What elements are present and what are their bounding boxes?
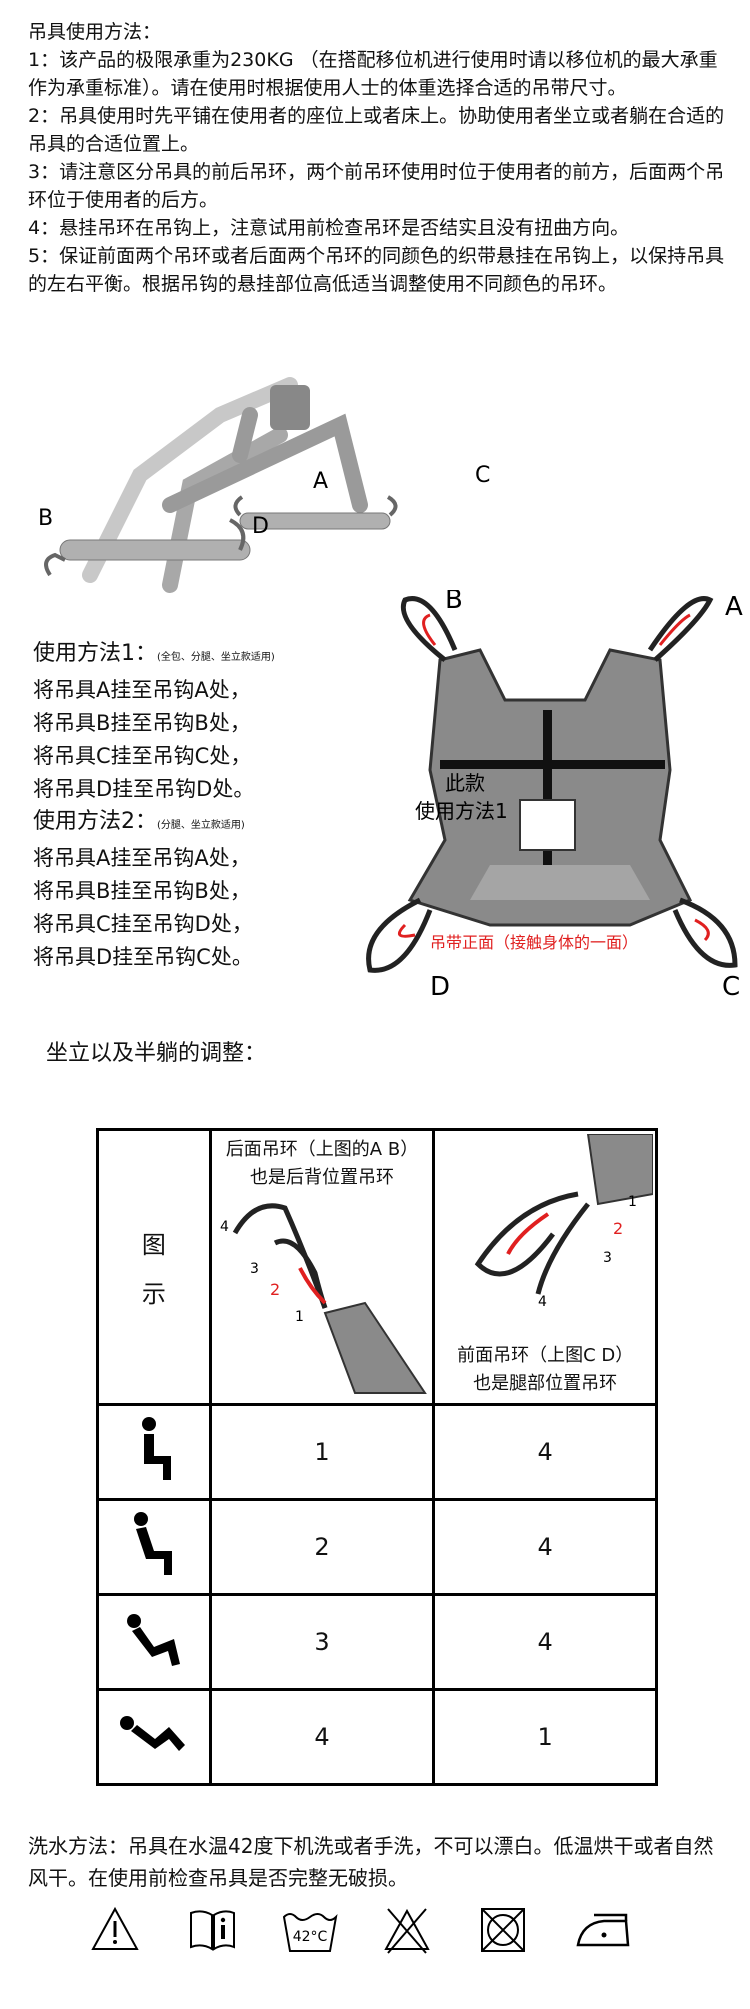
- sling-caption-2: 使用方法1: [415, 799, 508, 823]
- front-caption-2: 也是腿部位置吊环: [473, 1373, 618, 1394]
- spreader-bar-illustration: B D A C: [38, 377, 490, 593]
- wash-temp-label: 42°C: [293, 1929, 328, 1945]
- spreader-label-b: B: [38, 506, 53, 531]
- front-value: 4: [432, 1593, 658, 1691]
- spreader-label-c: C: [475, 463, 490, 488]
- no-bleach-icon: [384, 1908, 430, 1954]
- wash-instructions: 洗水方法：吊具在水温42度下机洗或者手洗，不可以漂白。低温烘干或者自然风干。在使…: [28, 1834, 714, 1890]
- intro-step-2: 2：吊具使用时先平铺在使用者的座位上或者床上。协助使用者坐立或者躺在合适的吊具的…: [28, 105, 725, 155]
- intro-step-5: 5：保证前面两个吊环或者后面两个吊环的同颜色的织带悬挂在吊钩上，以保持吊具的左右…: [28, 245, 725, 295]
- hook-mount-icon: [270, 385, 310, 430]
- read-manual-icon: [190, 1910, 235, 1951]
- rear-value: 1: [208, 1403, 436, 1501]
- front-value: 4: [432, 1498, 658, 1596]
- rear-value: 4: [208, 1688, 436, 1786]
- half-recline-icon: [96, 1593, 212, 1691]
- method-2-title: 使用方法2：: [33, 809, 157, 834]
- intro-section: 吊具使用方法： 1：该产品的极限承重为230KG （在搭配移位机进行使用时请以移…: [28, 18, 728, 298]
- rear-loop-diagram: 4 3 2 1: [220, 1203, 427, 1394]
- adjust-title: 坐立以及半躺的调整：: [46, 1041, 267, 1066]
- intro-step-4: 4：悬挂吊环在吊钩上，注意试用前检查吊环是否结实且没有扭曲方向。: [28, 217, 630, 239]
- spreader-label-a: A: [313, 469, 328, 494]
- no-tumble-dry-icon: [481, 1908, 525, 1952]
- method-1-line: 将吊具C挂至吊钩C处，: [33, 744, 252, 768]
- sling-illustration: 此款 使用方法1 吊带正面（接触身体的一面） B A D C: [366, 590, 743, 1002]
- front-loop-number-4: 4: [538, 1294, 547, 1309]
- intro-step-3: 3：请注意区分吊具的前后吊环，两个前吊环使用时位于使用者的前方，后面两个吊环位于…: [28, 161, 725, 211]
- front-loop-number-1: 1: [628, 1194, 637, 1210]
- rear-caption-1: 后面吊环（上图的A B）: [225, 1139, 419, 1160]
- sling-front-note: 吊带正面（接触身体的一面）: [430, 933, 638, 952]
- care-icons: 42°C: [90, 1905, 650, 1965]
- lying-icon: [96, 1688, 212, 1786]
- rear-value: 2: [208, 1498, 436, 1596]
- method-2-line: 将吊具A挂至吊钩A处，: [33, 846, 251, 870]
- table-row: 2 4: [96, 1498, 658, 1596]
- front-caption-1: 前面吊环（上图C D）: [457, 1345, 634, 1366]
- method-2: 使用方法2：(分腿、坐立款适用) 将吊具A挂至吊钩A处， 将吊具B挂至吊钩B处，…: [33, 805, 253, 974]
- front-loop-number-2: 2: [613, 1219, 623, 1238]
- method-2-line: 将吊具C挂至吊钩D处，: [33, 912, 253, 936]
- loop-number-1: 1: [295, 1309, 304, 1325]
- method-1-line: 将吊具A挂至吊钩A处，: [33, 678, 251, 702]
- rear-value: 3: [208, 1593, 436, 1691]
- intro-step-1: 1：该产品的极限承重为230KG （在搭配移位机进行使用时请以移位机的最大承重作…: [28, 49, 718, 99]
- method-2-note: (分腿、坐立款适用): [157, 820, 245, 831]
- rear-caption-2: 也是后背位置吊环: [250, 1167, 395, 1188]
- method-1-line: 将吊具B挂至吊钩B处，: [33, 711, 251, 735]
- upright-sitting-icon: [96, 1403, 212, 1501]
- sling-caption-1: 此款: [445, 771, 485, 795]
- method-1-title: 使用方法1：: [33, 641, 157, 666]
- method-2-line: 将吊具B挂至吊钩B处，: [33, 879, 251, 903]
- method-1-line: 将吊具D挂至吊钩D处。: [33, 777, 255, 801]
- sling-label-d: D: [430, 972, 450, 1002]
- method-1: 使用方法1：(全包、分腿、坐立款适用) 将吊具A挂至吊钩A处， 将吊具B挂至吊钩…: [33, 637, 275, 806]
- sling-label-b: B: [445, 590, 463, 615]
- method-2-line: 将吊具D挂至吊钩C处。: [33, 945, 253, 969]
- sling-label-c: C: [722, 972, 740, 1002]
- sling-label-a: A: [725, 592, 743, 622]
- front-loop-diagram: 1 2 3 4: [475, 1134, 654, 1309]
- method-1-note: (全包、分腿、坐立款适用): [157, 652, 275, 663]
- rear-loop-cell: 后面吊环（上图的A B） 也是后背位置吊环 4 3 2 1: [208, 1128, 436, 1406]
- front-value: 1: [432, 1688, 658, 1786]
- loop-number-2: 2: [270, 1280, 280, 1299]
- loop-number-4: 4: [220, 1219, 229, 1235]
- table-row: 3 4: [96, 1593, 658, 1691]
- adjustment-table: 图 示 后面吊环（上图的A B） 也是后背位置吊环 4 3 2 1: [96, 1128, 658, 1786]
- table-row: 1 4: [96, 1403, 658, 1501]
- spreader-label-d: D: [252, 514, 269, 539]
- front-loop-cell: 1 2 3 4 前面吊环（上图C D） 也是腿部位置吊环: [432, 1128, 658, 1406]
- wash-42-icon: 42°C: [282, 1913, 338, 1952]
- table-header-label: 图 示: [96, 1128, 212, 1406]
- intro-title: 吊具使用方法：: [28, 21, 162, 43]
- front-value: 4: [432, 1403, 658, 1501]
- front-loop-number-3: 3: [603, 1250, 612, 1266]
- sling-cutout: [519, 799, 576, 851]
- warning-icon: [91, 1906, 139, 1950]
- loop-number-3: 3: [250, 1261, 259, 1277]
- slight-recline-icon: [96, 1498, 212, 1596]
- table-row: 4 1: [96, 1688, 658, 1786]
- iron-icon: [576, 1913, 630, 1947]
